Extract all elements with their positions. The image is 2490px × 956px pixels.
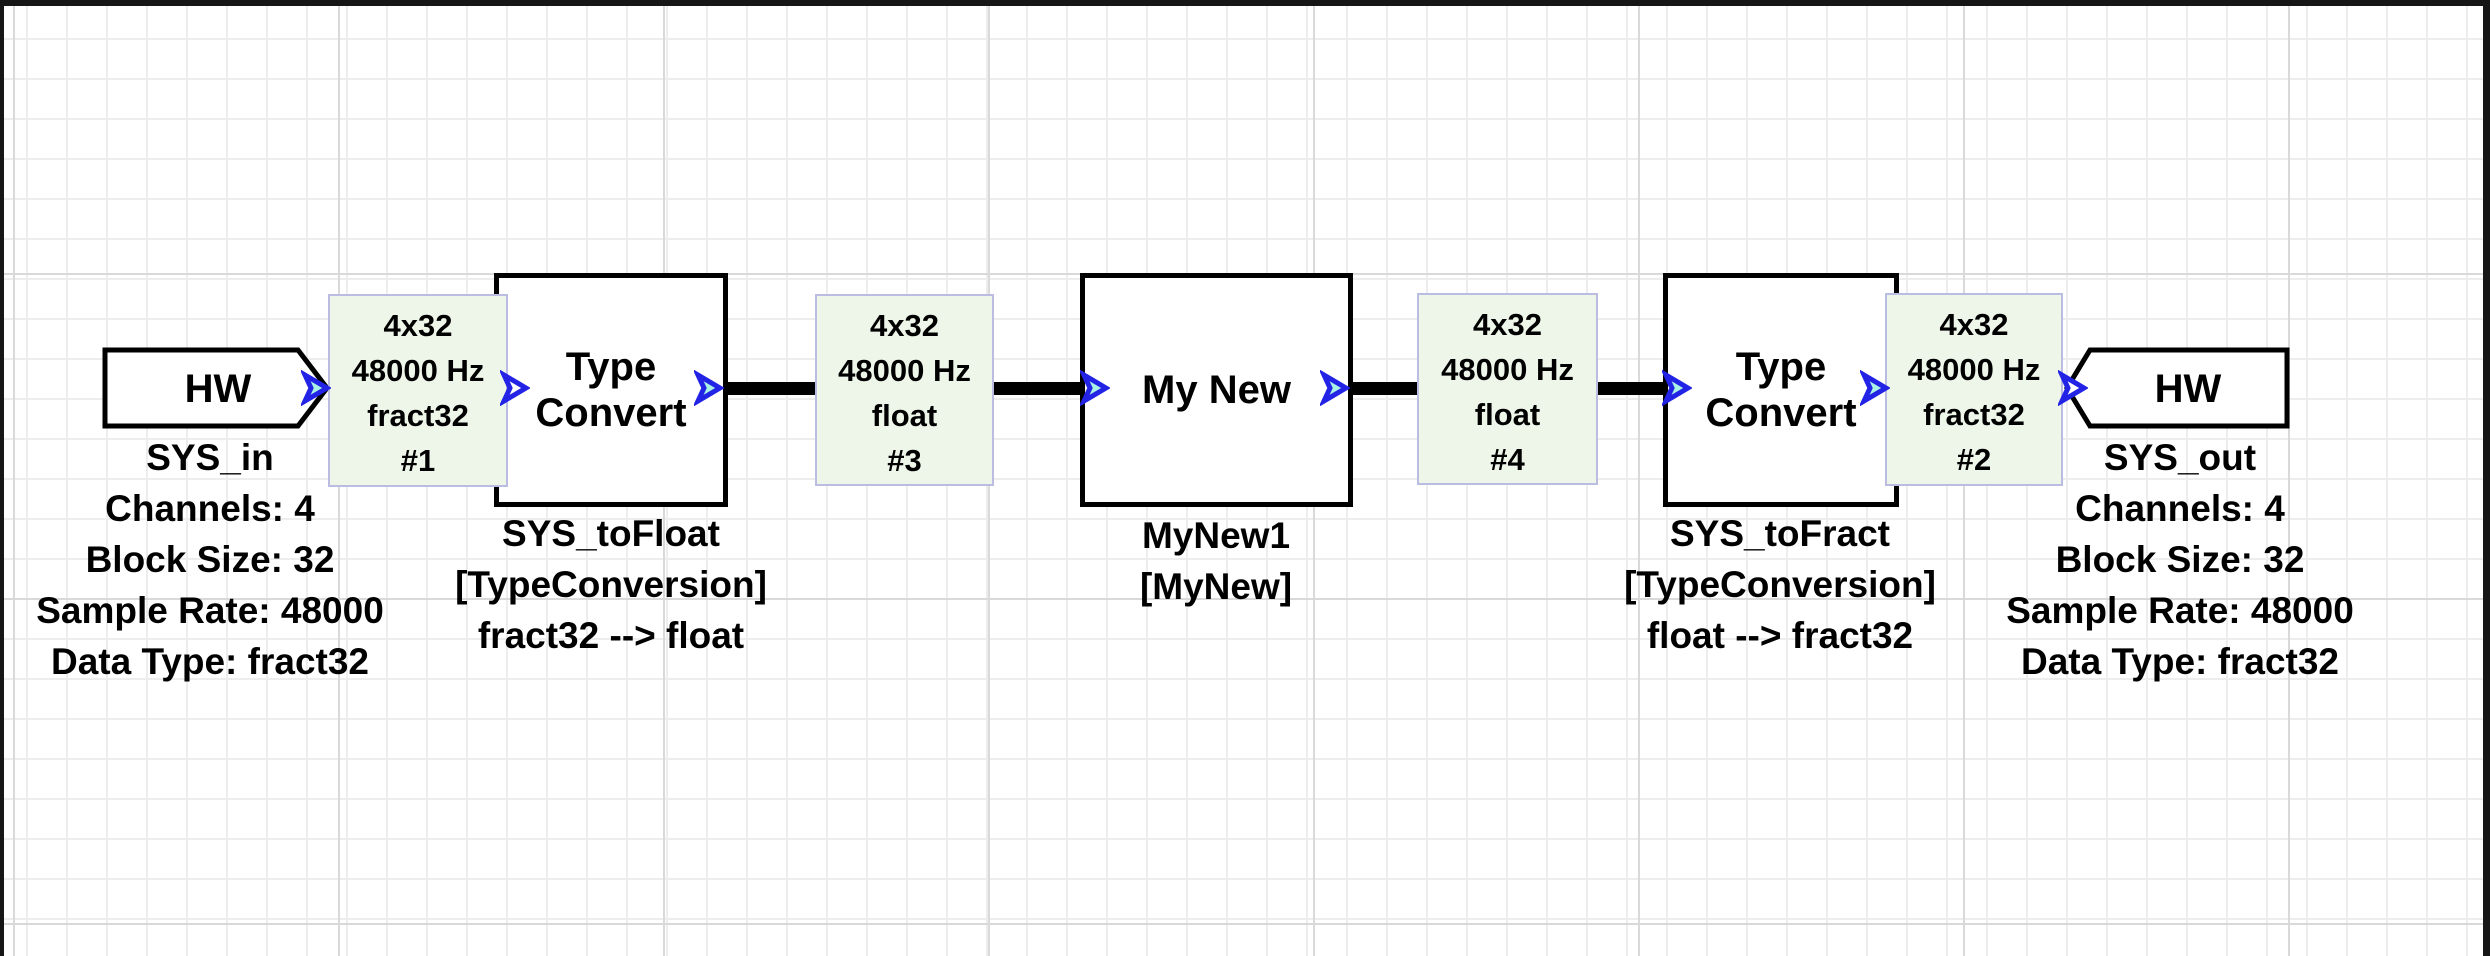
wire-label-line: fract32 — [367, 398, 469, 433]
wire-typeconvert1-to-label3[interactable] — [724, 382, 819, 395]
type-convert-2-caption: SYS_toFract [TypeConversion] float --> f… — [1580, 508, 1980, 661]
caption-line: Data Type: fract32 — [2020, 641, 2340, 682]
block-title: My New — [1142, 368, 1291, 412]
wire-label-line: fract32 — [1923, 397, 2025, 432]
wire-label-line: 48000 Hz — [838, 353, 971, 388]
my-new-block[interactable]: My New — [1080, 273, 1353, 507]
wire-info-label-2[interactable]: 4x32 48000 Hz fract32 #2 — [1885, 293, 2063, 486]
input-pin-icon[interactable] — [1662, 370, 1692, 406]
wire-label-line: 4x32 — [383, 308, 453, 343]
block-title-line: Convert — [1705, 391, 1857, 435]
caption-line: Block Size: 32 — [85, 539, 335, 580]
wire-label-line: 48000 Hz — [1441, 352, 1574, 387]
input-pin-icon[interactable] — [1080, 370, 1110, 406]
type-convert-1-block[interactable]: Type Convert — [494, 273, 728, 507]
wire-label4-to-typeconvert2[interactable] — [1594, 382, 1667, 395]
type-convert-1-caption: SYS_toFloat [TypeConversion] fract32 -->… — [411, 508, 811, 661]
caption-line: [TypeConversion] — [455, 564, 767, 605]
wire-label-line: 4x32 — [1939, 307, 2009, 342]
output-pin-icon[interactable] — [301, 370, 331, 406]
my-new-caption: MyNew1 [MyNew] — [1016, 510, 1416, 612]
hw-input-shape — [102, 347, 331, 429]
caption-line: Data Type: fract32 — [50, 641, 370, 682]
wire-label-line: #3 — [887, 443, 922, 478]
wire-label-line: 48000 Hz — [351, 353, 485, 388]
output-pin-icon[interactable] — [1860, 370, 1890, 406]
wire-label-line: 4x32 — [870, 308, 939, 343]
caption-line: Block Size: 32 — [2055, 539, 2305, 580]
caption-line: Sample Rate: 48000 — [2006, 590, 2354, 631]
wire-label-line: 48000 Hz — [1907, 352, 2041, 387]
wire-label3-to-mynew[interactable] — [989, 382, 1084, 395]
wire-info-label-1[interactable]: 4x32 48000 Hz fract32 #1 — [328, 294, 508, 487]
input-pin-icon[interactable] — [2058, 370, 2088, 406]
output-pin-icon[interactable] — [1320, 370, 1350, 406]
caption-line: float --> fract32 — [1646, 615, 1914, 656]
caption-line: SYS_out — [2103, 437, 2257, 478]
caption-line: fract32 --> float — [477, 615, 745, 656]
caption-line: MyNew1 — [1141, 515, 1291, 556]
hw-output-caption: SYS_out Channels: 4 Block Size: 32 Sampl… — [1970, 432, 2390, 687]
caption-line: Channels: 4 — [105, 488, 315, 529]
hw-input-block[interactable]: HW — [101, 344, 333, 434]
block-title: HW — [2155, 367, 2222, 411]
caption-line: SYS_in — [146, 437, 274, 478]
block-title-line: Type — [565, 345, 657, 389]
caption-line: SYS_toFract — [1669, 513, 1890, 554]
wire-mynew-to-label4[interactable] — [1348, 382, 1422, 395]
hw-input-caption: SYS_in Channels: 4 Block Size: 32 Sample… — [0, 432, 420, 687]
hw-output-block[interactable]: HW — [2041, 344, 2291, 434]
wire-label-line: float — [1474, 397, 1541, 432]
caption-line: Sample Rate: 48000 — [36, 590, 384, 631]
wire-label-line: float — [871, 398, 938, 433]
output-pin-icon[interactable] — [694, 370, 724, 406]
caption-line: [TypeConversion] — [1624, 564, 1936, 605]
block-title-line: Convert — [535, 391, 687, 435]
caption-line: [MyNew] — [1139, 566, 1293, 607]
wire-label-line: #2 — [1956, 442, 1992, 477]
block-title-line: Type — [1735, 345, 1827, 389]
wire-label-line: #4 — [1490, 442, 1525, 477]
caption-line: SYS_toFloat — [502, 513, 720, 554]
caption-line: Channels: 4 — [2075, 488, 2285, 529]
input-pin-icon[interactable] — [500, 370, 530, 406]
wire-label-line: 4x32 — [1473, 307, 1542, 342]
hw-output-shape — [2064, 347, 2290, 429]
wire-info-label-3[interactable]: 4x32 48000 Hz float #3 — [815, 294, 994, 486]
block-title: HW — [185, 367, 252, 411]
wire-info-label-4[interactable]: 4x32 48000 Hz float #4 — [1417, 293, 1598, 485]
wire-label-line: #1 — [400, 443, 436, 478]
